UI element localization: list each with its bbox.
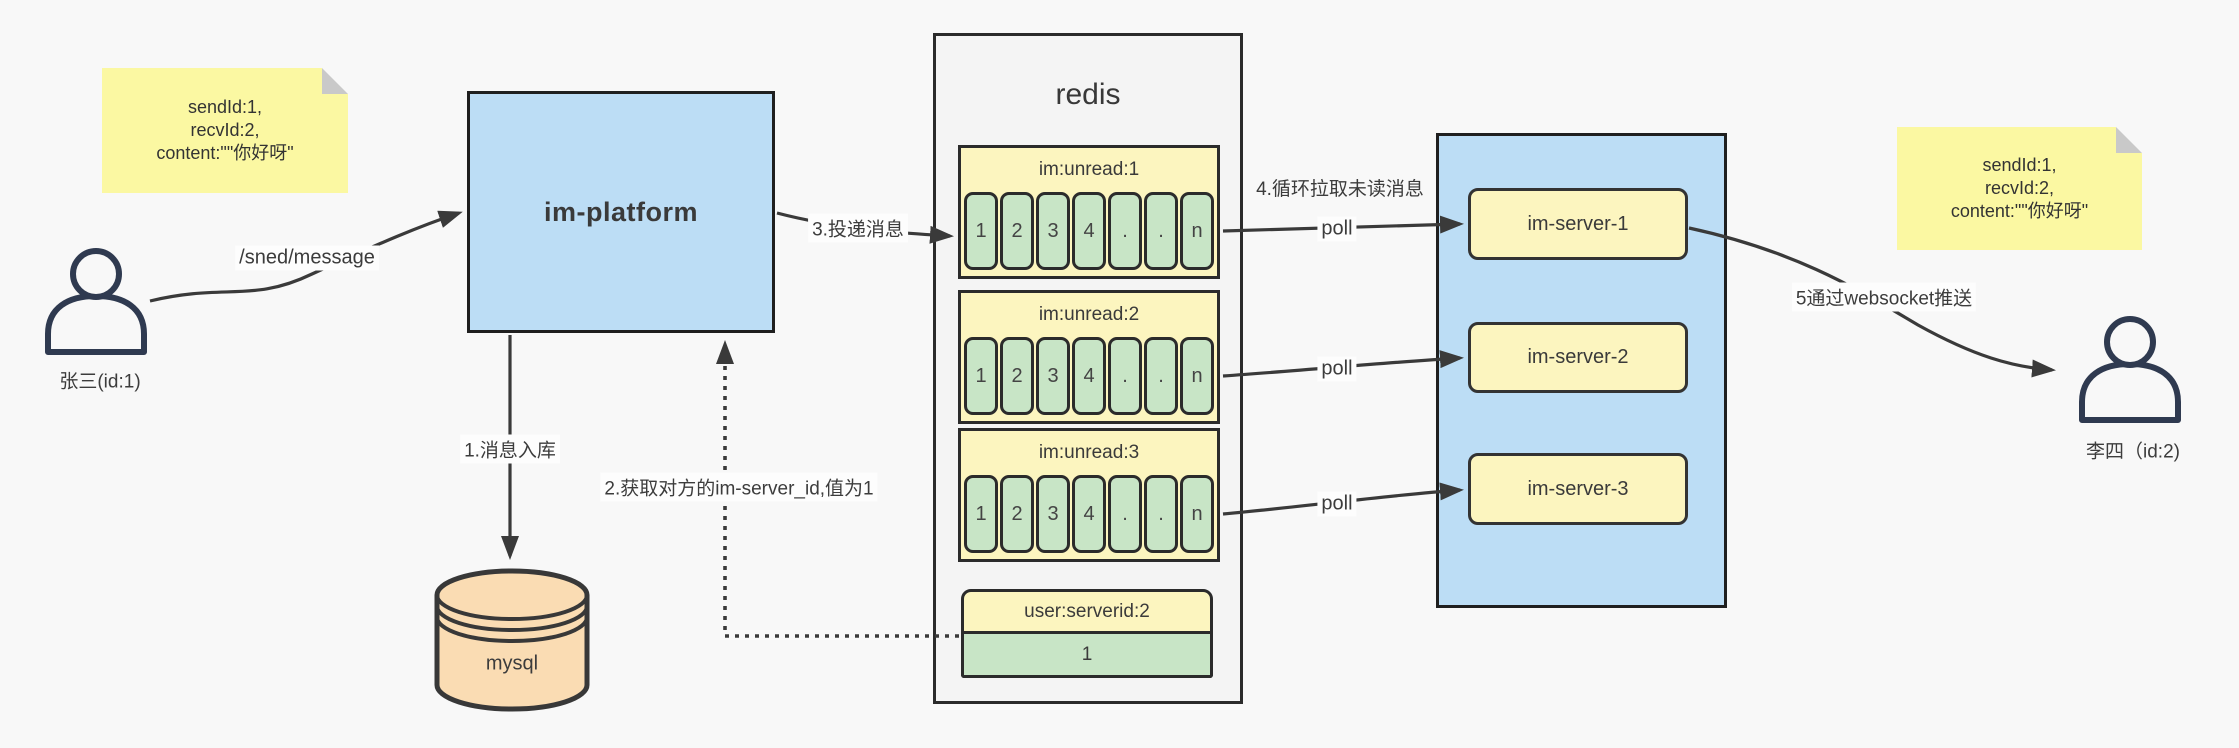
edge-label-step3: 3.投递消息 xyxy=(808,213,908,243)
mysql-label: mysql xyxy=(485,652,539,675)
edge-label-poll-1: poll xyxy=(1317,216,1357,242)
queue-im-unread-3: im:unread:3 1 2 3 4 . . n xyxy=(958,428,1220,562)
note-line: sendId:1, xyxy=(1982,155,2057,175)
note-line: content:""你好呀" xyxy=(156,143,294,163)
note-message-left: sendId:1, recvId:2, content:""你好呀" xyxy=(102,68,348,193)
queue-cell: . xyxy=(1144,337,1178,415)
redis-title: redis xyxy=(1055,78,1121,111)
queue-cells: 1 2 3 4 . . n xyxy=(961,337,1217,415)
edge-label-poll-2: poll xyxy=(1317,356,1357,382)
im-platform-label: im-platform xyxy=(544,196,698,227)
kv-value: 1 xyxy=(961,634,1213,678)
queue-cell: . xyxy=(1108,337,1142,415)
mysql-database-icon xyxy=(433,565,591,715)
queue-cell: 2 xyxy=(1000,475,1034,553)
queue-im-unread-2: im:unread:2 1 2 3 4 . . n xyxy=(958,290,1220,424)
queue-cell: . xyxy=(1144,475,1178,553)
queue-cell: 2 xyxy=(1000,192,1034,270)
queue-cell: 3 xyxy=(1036,337,1070,415)
edge-label-step1: 1.消息入库 xyxy=(460,434,560,464)
queue-cell: 1 xyxy=(964,192,998,270)
edge-label-step4: 4.循环拉取未读消息 xyxy=(1256,179,1424,200)
queue-header: im:unread:1 xyxy=(1038,159,1140,180)
edge-label-step2: 2.获取对方的im-server_id,值为1 xyxy=(600,472,878,502)
queue-cell: 2 xyxy=(1000,337,1034,415)
person-sender-label: 张三(id:1) xyxy=(59,371,141,393)
note-line: sendId:1, xyxy=(187,97,263,117)
person-sender-icon xyxy=(40,248,152,356)
queue-cell: 1 xyxy=(964,337,998,415)
queue-cell: . xyxy=(1108,475,1142,553)
person-receiver-icon xyxy=(2074,316,2186,424)
queue-cell: 4 xyxy=(1072,475,1106,553)
queue-cell: 3 xyxy=(1036,192,1070,270)
queue-cell: 3 xyxy=(1036,475,1070,553)
queue-header: im:unread:2 xyxy=(1038,304,1140,325)
queue-im-unread-1: im:unread:1 1 2 3 4 . . n xyxy=(958,145,1220,279)
queue-cell: . xyxy=(1108,192,1142,270)
kv-user-serverid: user:serverid:2 1 xyxy=(961,589,1213,678)
im-server-3-box: im-server-3 xyxy=(1468,453,1688,525)
note-line: content:""你好呀" xyxy=(1950,201,2089,221)
edge-label-send-message: /sned/message xyxy=(235,245,379,271)
queue-cell: 4 xyxy=(1072,337,1106,415)
person-receiver-label: 李四（id:2) xyxy=(2086,441,2180,463)
im-server-2-box: im-server-2 xyxy=(1468,322,1688,393)
queue-cell: n xyxy=(1180,192,1214,270)
queue-cell: n xyxy=(1180,475,1214,553)
im-server-1-box: im-server-1 xyxy=(1468,188,1688,260)
queue-cells: 1 2 3 4 . . n xyxy=(961,475,1217,553)
edge-label-poll-3: poll xyxy=(1317,491,1357,517)
queue-cells: 1 2 3 4 . . n xyxy=(961,192,1217,270)
queue-cell: 1 xyxy=(964,475,998,553)
queue-cell: . xyxy=(1144,192,1178,270)
note-line: recvId:2, xyxy=(1984,178,2055,198)
queue-cell: n xyxy=(1180,337,1214,415)
queue-header: im:unread:3 xyxy=(1038,442,1140,463)
note-line: recvId:2, xyxy=(190,120,260,140)
queue-cell: 4 xyxy=(1072,192,1106,270)
note-message-right: sendId:1, recvId:2, content:""你好呀" xyxy=(1897,127,2142,250)
im-platform-box: im-platform xyxy=(467,91,775,333)
edge-label-step5: 5通过websocket推送 xyxy=(1791,282,1977,312)
kv-key: user:serverid:2 xyxy=(961,589,1213,634)
